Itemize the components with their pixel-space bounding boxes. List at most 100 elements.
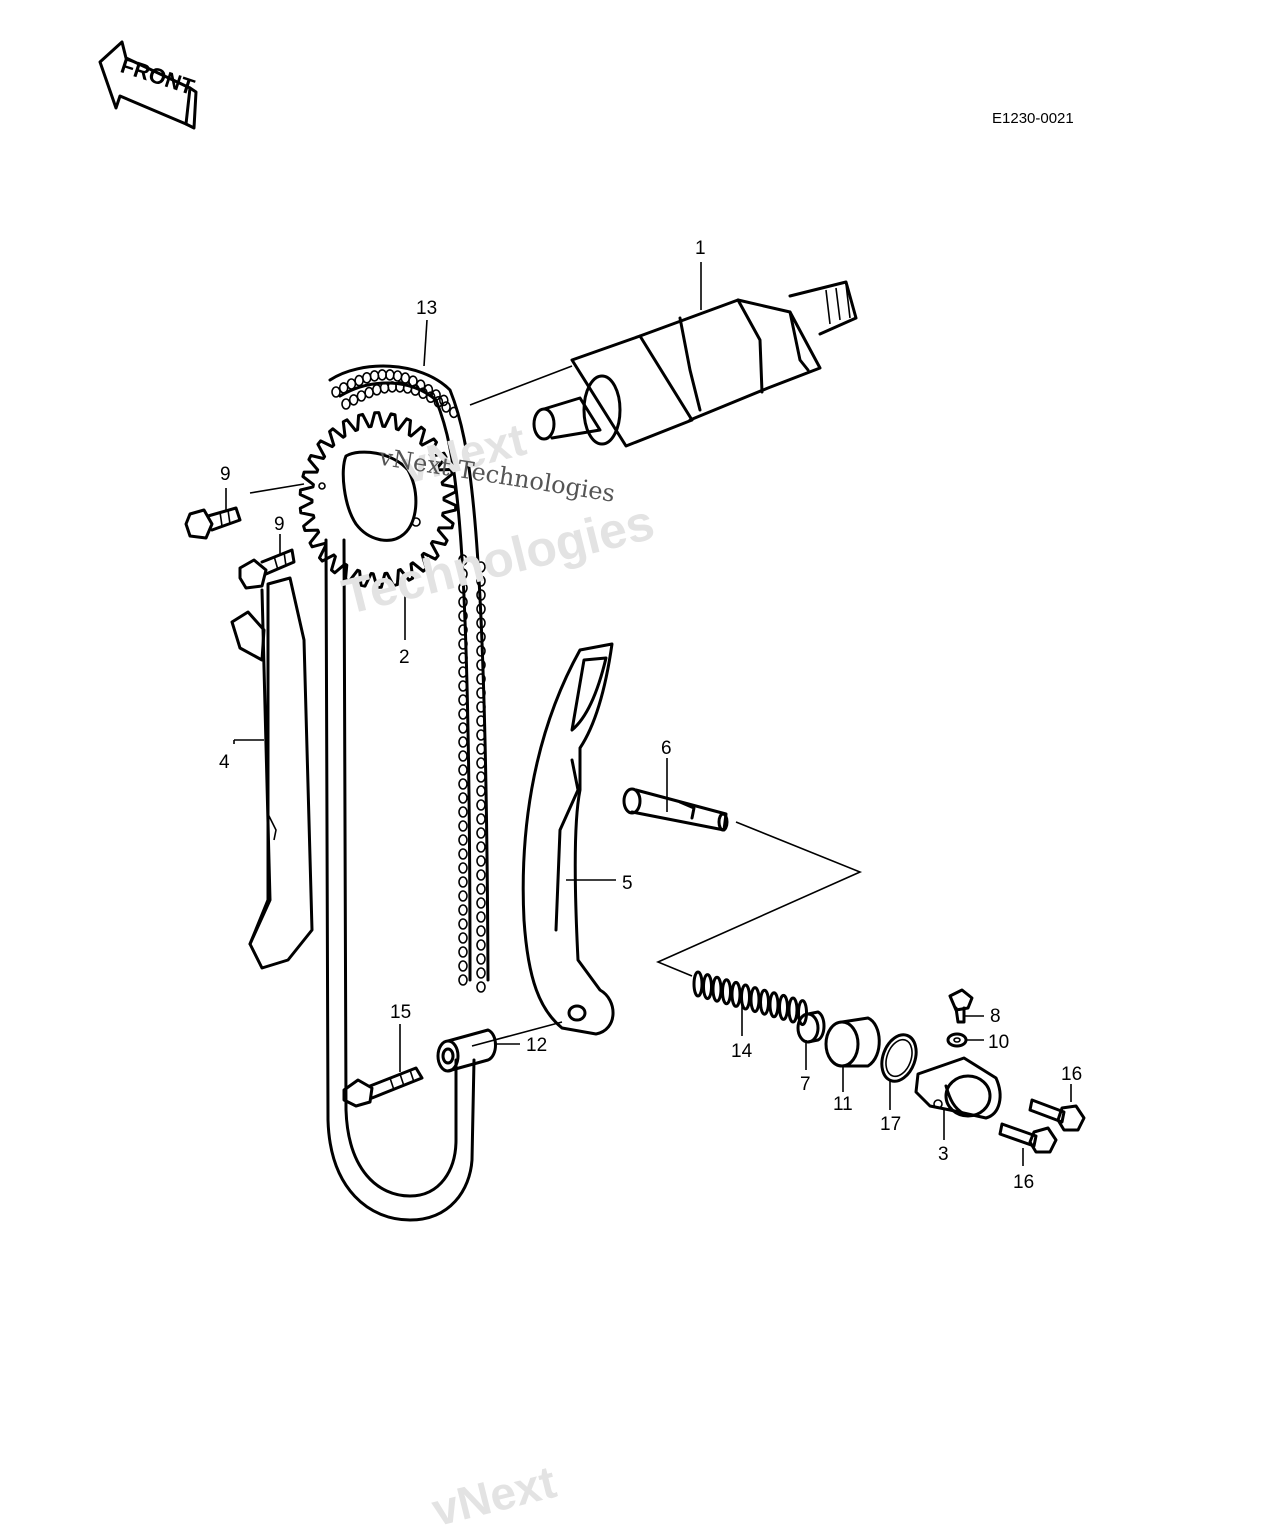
chain-link [369,370,380,382]
chain-link [476,911,486,923]
callout-bolt-tensioner-upper: 16 [1061,1064,1082,1085]
chain-link [476,561,486,573]
spring-coil [768,991,780,1019]
chain-link [438,394,449,407]
chain-link [458,666,468,678]
chain-link [371,383,382,396]
chain-link [476,575,486,587]
callout-camshaft: 1 [695,238,706,259]
callout-cam-chain: 13 [416,298,437,319]
chain-link [458,792,468,804]
chain-link [423,383,434,396]
callout-retainer: 7 [800,1074,811,1095]
spring-coil [702,973,713,1001]
spring-coil [778,993,789,1021]
chain-link [458,694,468,706]
cam-chain [324,364,490,1222]
callout-collar: 12 [526,1035,547,1056]
chain-link [476,953,486,965]
callout-bolt-guide: 9 [274,514,285,535]
chain-link [431,389,441,401]
chain-link [476,939,486,951]
bolt-tensioner-upper [1028,1098,1086,1132]
chain-link [476,869,486,881]
bolt-long [342,1066,424,1108]
callouts: 1 2 3 4 5 6 7 8 9 9 10 11 12 13 14 15 16… [219,238,1082,1193]
chain-link [458,904,468,916]
chain-link [476,841,486,853]
callout-bolt-tensioner-lower: 16 [1013,1172,1034,1193]
chain-link [476,687,486,699]
chain-link [476,617,486,629]
sprocket [298,411,458,589]
callout-bolt-long: 15 [390,1002,411,1023]
chain-link [476,645,486,657]
chain-link [458,582,468,594]
chain-link [458,652,468,664]
chain-link [356,390,367,402]
chain-link [458,596,468,608]
chain-link [458,806,468,818]
chain-link [476,981,486,993]
chain-link [418,387,428,400]
watermark: vNext Technologies vNext Technologies vN… [337,413,660,1536]
chain-link [354,374,364,387]
chain-link [458,722,468,734]
chain-link [458,890,468,902]
chain-link [458,820,468,832]
chain-link [425,391,436,404]
callout-o-ring: 17 [880,1114,901,1135]
chain-link [458,974,468,986]
chain-link [476,827,486,839]
chain-link [476,799,486,811]
sleeve [824,1016,881,1068]
chain-link [458,638,468,650]
chain-link [476,659,486,671]
chain-link [476,603,486,615]
chain-link [458,680,468,692]
chain-link [476,813,486,825]
alignment-lines [249,483,863,1047]
chain-link [476,589,486,601]
spring-coil [730,980,742,1008]
chain-guide [230,576,314,970]
chain-link [408,375,418,388]
chain-link [458,750,468,762]
callout-bolt-sprocket: 9 [220,464,231,485]
chain-link [448,406,459,419]
spring-coil [721,978,732,1006]
chain-link [361,371,372,384]
chain-link [377,369,388,381]
collar [436,1028,497,1073]
chain-link [458,946,468,958]
callout-tensioner-guide: 5 [622,873,633,894]
retainer [796,1010,826,1044]
chain-link [476,967,486,979]
chain-link [476,673,486,685]
callout-sprocket: 2 [399,647,410,668]
bolt-guide [238,548,296,590]
chain-link [476,757,486,769]
chain-link [331,386,341,398]
chain-link [476,729,486,741]
tensioner-guide [521,642,615,1036]
chain-link [476,785,486,797]
chain-link [458,848,468,860]
chain-link [458,736,468,748]
front-arrow-icon: FRONT [98,40,198,130]
callout-pin: 6 [661,738,672,759]
chain-link [415,379,426,392]
spring-coil [749,986,761,1014]
screw [948,988,974,1024]
chain-link [458,610,468,622]
chain-link [476,631,486,643]
chain-link [458,862,468,874]
spring [692,970,808,1027]
chain-link [458,624,468,636]
chain-link [476,771,486,783]
chain-link [458,834,468,846]
chain-link [476,715,486,727]
spring-coil [797,999,808,1027]
chain-link [364,386,374,399]
callout-tensioner-body: 3 [938,1144,949,1165]
